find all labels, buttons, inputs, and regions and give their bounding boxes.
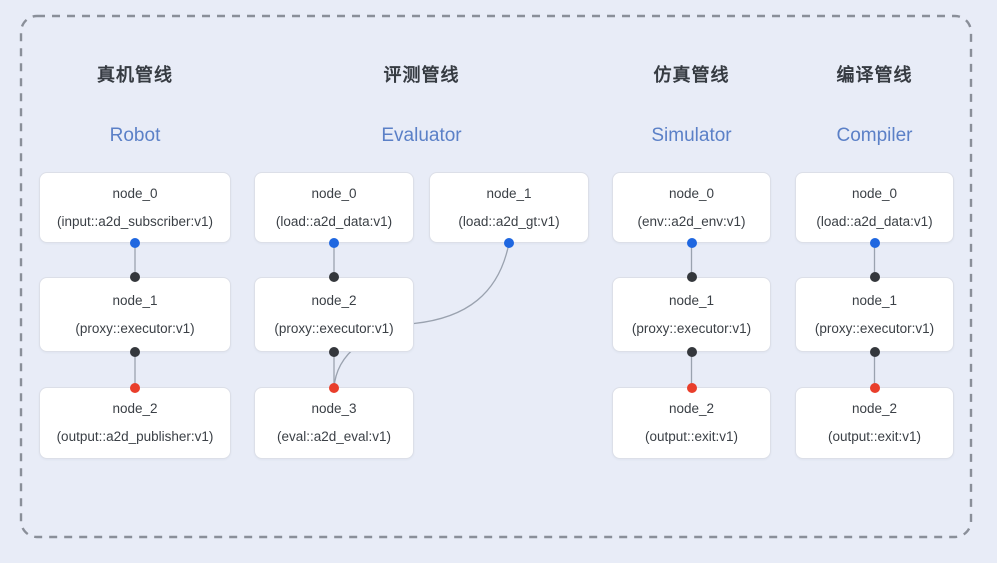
node-type: (proxy::executor:v1) [631, 320, 752, 336]
port-dot-blue [869, 238, 880, 248]
port-dot-black [686, 272, 697, 282]
node-type: (output::exit:v1) [644, 429, 739, 444]
port-dot-red [686, 383, 697, 393]
evaluator-node-3: node_3 (eval::a2d_eval:v1) [254, 387, 414, 459]
node-name: node_2 [668, 401, 715, 416]
robot-node-1: node_1 (proxy::executor:v1) [39, 277, 231, 352]
node-name: node_1 [851, 292, 898, 308]
node-type: (input::a2d_subscriber:v1) [56, 213, 214, 229]
node-type: (proxy::executor:v1) [814, 320, 935, 336]
simulator-node-1: node_1 (proxy::executor:v1) [612, 277, 771, 352]
node-name: node_2 [112, 401, 158, 416]
node-type: (load::a2d_gt:v1) [458, 213, 560, 229]
compiler-node-1: node_1 (proxy::executor:v1) [795, 277, 954, 352]
pipeline-title-en: Evaluator [381, 125, 462, 146]
port-dot-black [130, 347, 140, 357]
pipeline-header-robot: 真机管线 Robot [39, 63, 231, 149]
pipeline-title-en: Robot [109, 125, 161, 146]
port-dot-black [869, 347, 880, 357]
dashed-frame [19, 14, 973, 539]
pipeline-header-compiler: 编译管线 Compiler [795, 63, 954, 149]
node-name: node_1 [112, 292, 158, 308]
port-dot-red [130, 383, 140, 393]
port-dot-red [329, 383, 339, 393]
pipeline-title-zh: 编译管线 [836, 65, 913, 85]
node-type: (load::a2d_data:v1) [275, 213, 393, 229]
pipeline-title-zh: 真机管线 [97, 65, 173, 85]
node-type: (proxy::executor:v1) [75, 320, 195, 336]
port-dot-red [869, 383, 880, 393]
node-type: (eval::a2d_eval:v1) [276, 429, 392, 444]
node-type: (output::a2d_publisher:v1) [56, 429, 214, 444]
node-name: node_2 [311, 292, 357, 308]
port-dot-blue [504, 238, 514, 248]
pipeline-header-evaluator: 评测管线 Evaluator [254, 63, 589, 149]
evaluator-node-1: node_1 (load::a2d_gt:v1) [429, 172, 589, 243]
node-name: node_0 [668, 185, 715, 201]
port-dot-black [686, 347, 697, 357]
simulator-node-2: node_2 (output::exit:v1) [612, 387, 771, 459]
edge-evaluator-n1-n3-curve [333, 242, 510, 389]
pipeline-title-zh: 仿真管线 [653, 65, 730, 85]
node-type: (env::a2d_env:v1) [637, 213, 746, 229]
evaluator-node-0: node_0 (load::a2d_data:v1) [254, 172, 414, 243]
pipeline-title-en: Compiler [836, 125, 913, 146]
port-dot-black [869, 272, 880, 282]
node-type: (output::exit:v1) [827, 429, 922, 444]
compiler-node-0: node_0 (load::a2d_data:v1) [795, 172, 954, 243]
node-name: node_0 [311, 185, 357, 201]
node-type: (load::a2d_data:v1) [816, 213, 933, 229]
node-type: (proxy::executor:v1) [274, 320, 394, 336]
evaluator-node-2: node_2 (proxy::executor:v1) [254, 277, 414, 352]
pipeline-title-en: Simulator [651, 125, 732, 146]
port-dot-black [329, 272, 339, 282]
node-name: node_3 [311, 401, 357, 416]
compiler-node-2: node_2 (output::exit:v1) [795, 387, 954, 459]
node-name: node_1 [668, 292, 715, 308]
pipeline-header-simulator: 仿真管线 Simulator [612, 63, 771, 149]
node-name: node_2 [851, 401, 898, 416]
port-dot-black [130, 272, 140, 282]
robot-node-2: node_2 (output::a2d_publisher:v1) [39, 387, 231, 459]
pipeline-title-zh: 评测管线 [383, 65, 460, 85]
port-dot-black [329, 347, 339, 357]
port-dot-blue [329, 238, 339, 248]
node-name: node_0 [851, 185, 898, 201]
node-name: node_1 [486, 185, 532, 201]
node-name: node_0 [112, 185, 158, 201]
robot-node-0: node_0 (input::a2d_subscriber:v1) [39, 172, 231, 243]
port-dot-blue [130, 238, 140, 248]
simulator-node-0: node_0 (env::a2d_env:v1) [612, 172, 771, 243]
port-dot-blue [686, 238, 697, 248]
